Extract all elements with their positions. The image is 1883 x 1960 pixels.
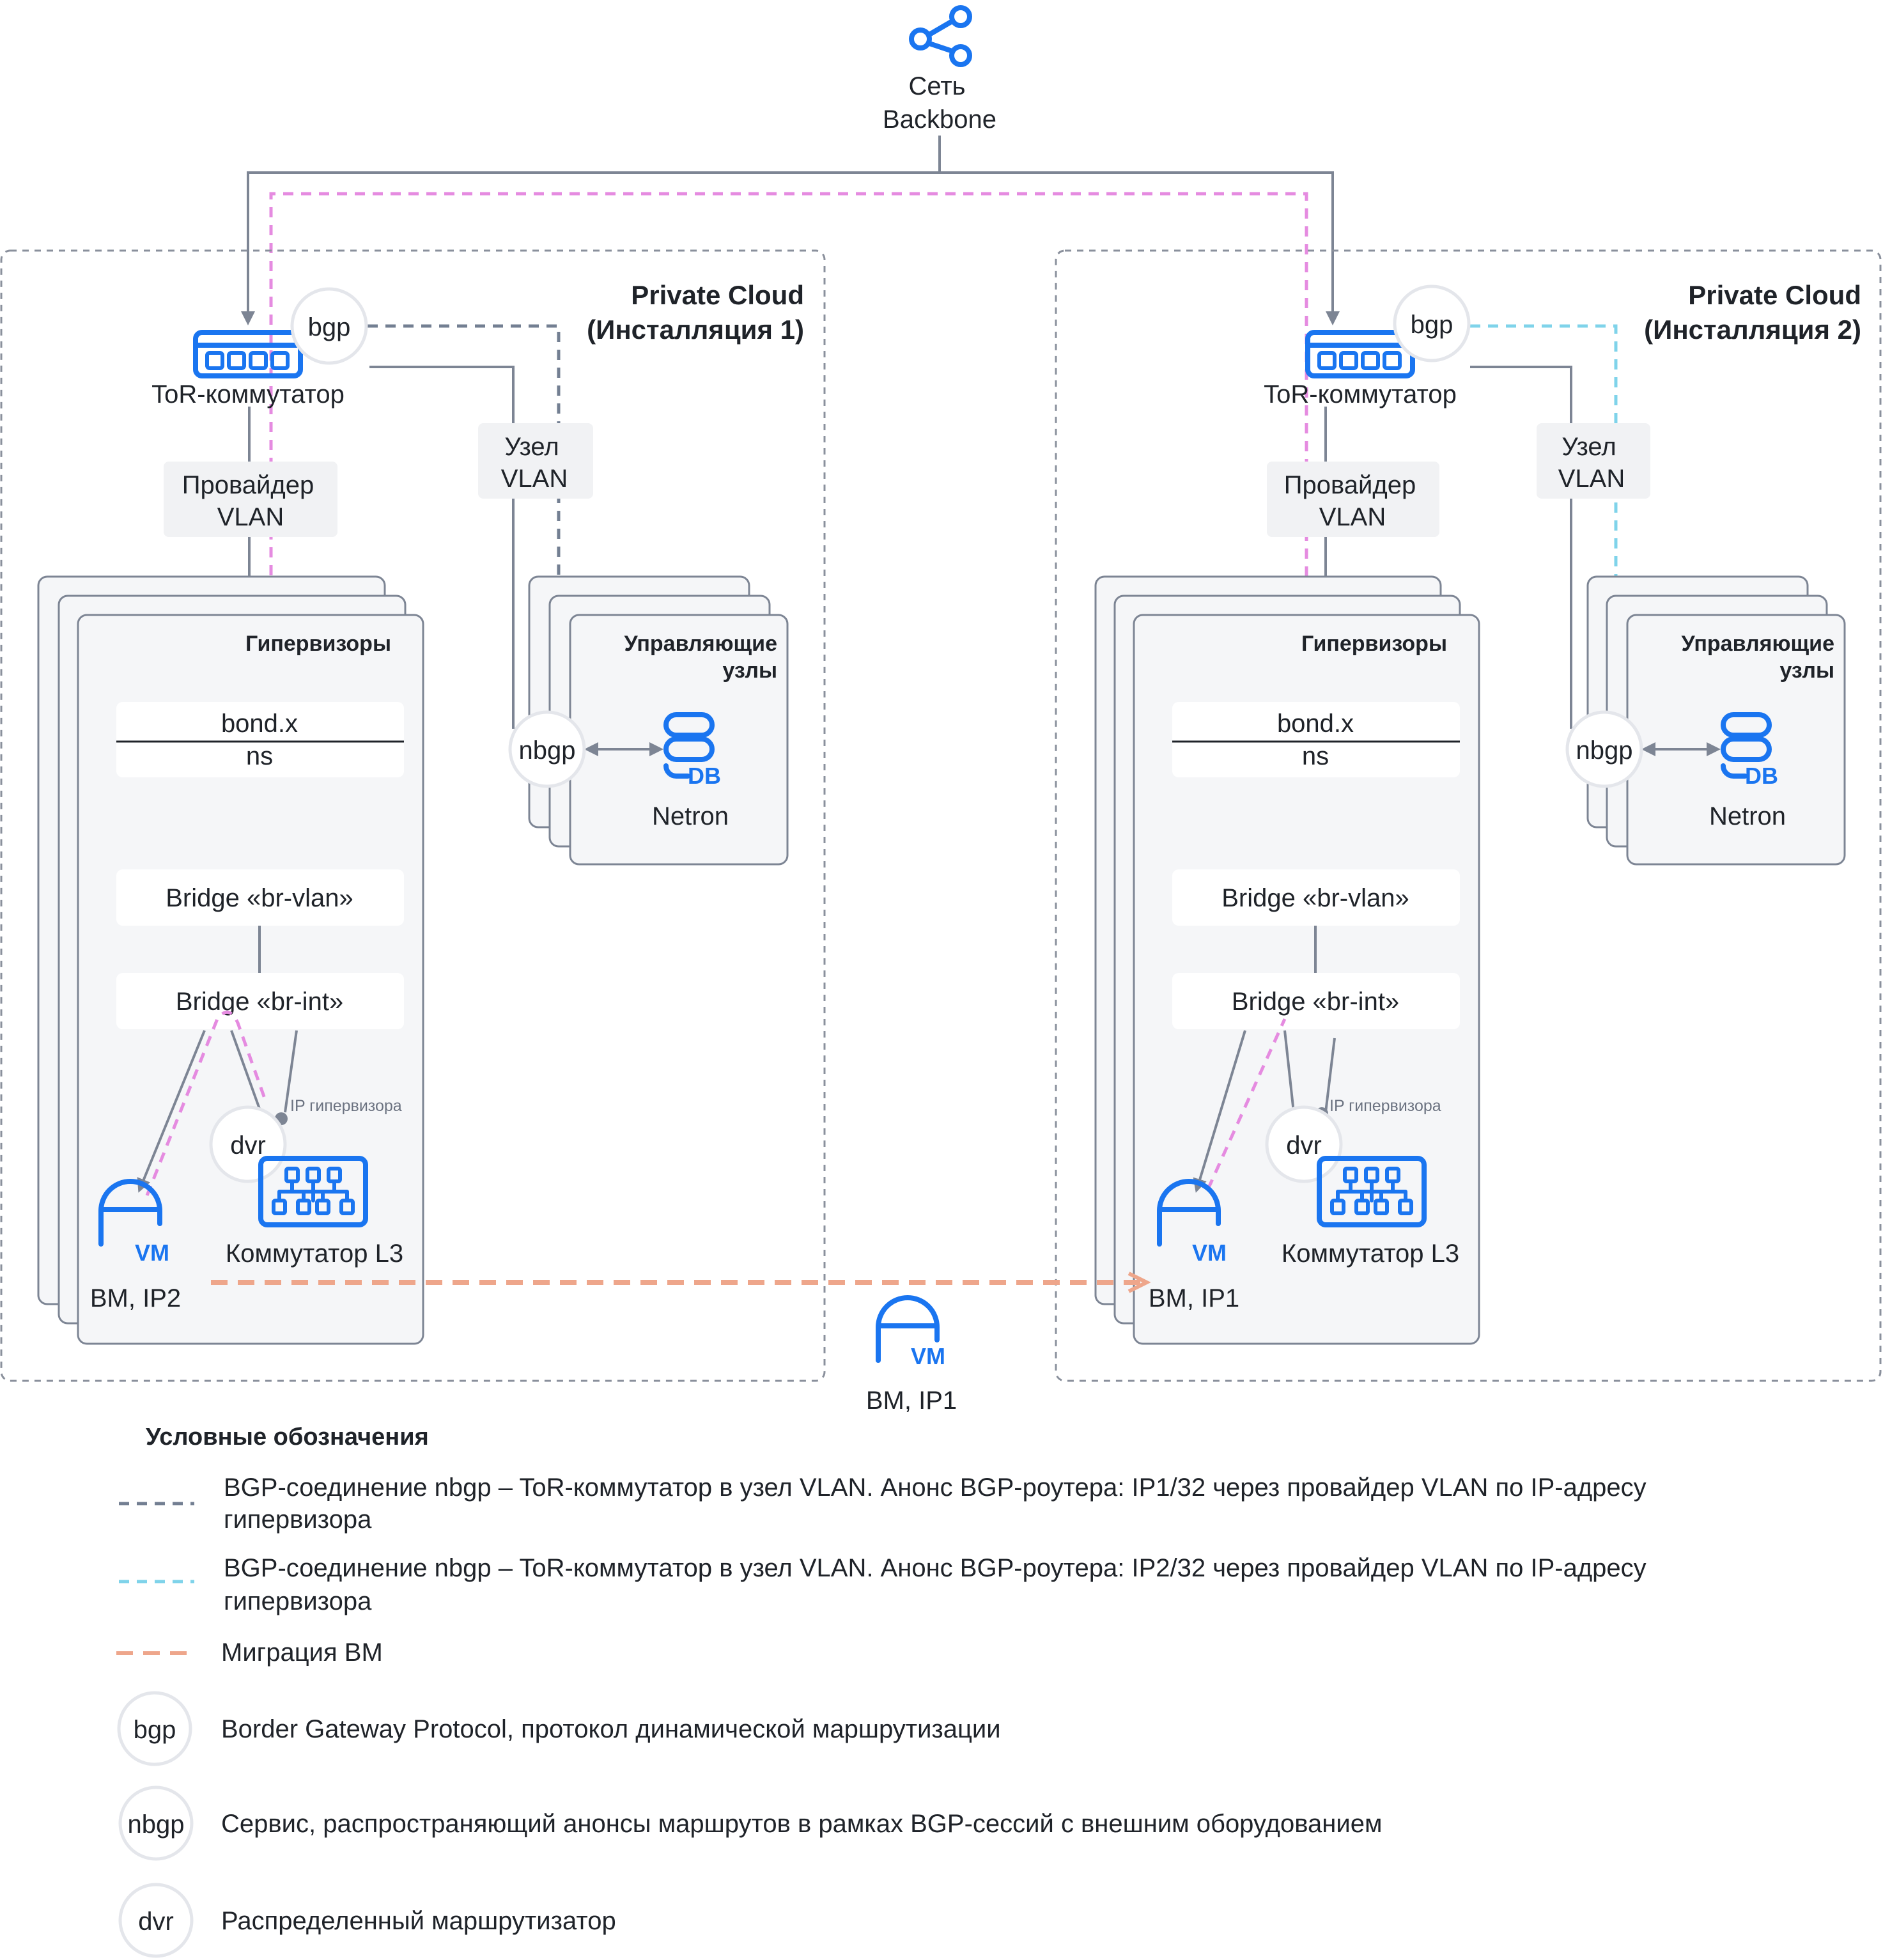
control-nodes-line2: узлы: [1779, 658, 1834, 683]
control-nodes-line1: Управляющие: [624, 632, 778, 656]
control-nodes-line1: Управляющие: [1682, 632, 1835, 656]
node-vlan-line1: Узел: [504, 433, 559, 461]
node-vlan-line1: Узел: [1561, 433, 1616, 461]
legend-dvr-symbol: dvr: [138, 1908, 174, 1936]
vm-center-label: ВМ, IP1: [866, 1387, 957, 1415]
bond-label: bond.x: [221, 710, 298, 738]
legend-item-2-line1: BGP-соединение nbgp – ToR-коммутатор в у…: [224, 1554, 1647, 1582]
tor-label: ToR-коммутатор: [151, 380, 345, 408]
tor-nodevlan-link: [369, 366, 515, 729]
bgp-circle: [1393, 284, 1471, 362]
backbone-link-right: [940, 171, 1340, 325]
cloud-2-frame: [1055, 249, 1882, 1382]
br-int-label: Bridge «br-int»: [1232, 988, 1399, 1016]
bond-label: bond.x: [1277, 710, 1354, 738]
svg-text:VM: VM: [911, 1343, 945, 1369]
legend-bgp-symbol: bgp: [134, 1716, 176, 1744]
nbgp-label: nbgp: [1576, 736, 1633, 765]
cloud-1-title-line1: Private Cloud: [631, 280, 804, 310]
center-vm: VM ВМ, IP1: [866, 1298, 957, 1415]
provider-vlan-line2: VLAN: [1319, 503, 1386, 531]
legend-item-2-line2: гипервизора: [224, 1587, 372, 1615]
vm-right-label: ВМ, IP1: [1149, 1284, 1239, 1312]
node-vlan-line2: VLAN: [501, 465, 568, 493]
private-cloud-2: Private Cloud (Инсталляция 2) ToR-коммут…: [1055, 249, 1882, 1382]
cloud-1-title-line2: (Инсталляция 1): [587, 315, 804, 345]
cloud-2-title-line1: Private Cloud: [1688, 280, 1861, 310]
netron-label: Netron: [652, 802, 729, 830]
svg-text:DB: DB: [688, 763, 721, 789]
backbone-label-line2: Backbone: [883, 105, 996, 134]
dvr-circle: [1265, 1105, 1343, 1183]
nbgp-circle: [1565, 710, 1643, 788]
private-cloud-1: Private Cloud (Инсталляция 1) ToR-коммут…: [0, 249, 826, 1382]
backbone-link-left: [241, 136, 941, 325]
provider-vlan-line1: Провайдер: [182, 471, 314, 499]
l3-switch-label: Коммутатор L3: [226, 1240, 403, 1268]
bgp-label: bgp: [1411, 311, 1453, 339]
legend-item-1-line2: гипервизора: [224, 1505, 372, 1534]
ip-hypervisor-label: IP гипервизора: [290, 1097, 402, 1115]
backbone-label-line1: Сеть: [909, 72, 966, 100]
legend: Условные обозначения BGP-соединение nbgp…: [116, 1424, 1647, 1958]
legend-nbgp-symbol: nbgp: [128, 1810, 185, 1839]
nbgp-label: nbgp: [519, 736, 576, 765]
dvr-label: dvr: [230, 1132, 266, 1160]
switch-icon: [196, 332, 300, 376]
hypervisors-title: Гипервизоры: [1301, 632, 1447, 656]
cloud-1-frame: [0, 249, 826, 1382]
legend-item-3: Миграция ВМ: [221, 1638, 383, 1667]
ns-label: ns: [246, 742, 273, 770]
hypervisors-title: Гипервизоры: [245, 632, 391, 656]
br-int-label: Bridge «br-int»: [176, 988, 343, 1016]
svg-text:DB: DB: [1745, 763, 1778, 789]
nbgp-circle: [508, 710, 586, 788]
legend-item-dvr: Распределенный маршрутизатор: [221, 1907, 616, 1935]
legend-item-1-line1: BGP-соединение nbgp – ToR-коммутатор в у…: [224, 1474, 1647, 1502]
provider-vlan-line1: Провайдер: [1284, 471, 1416, 499]
control-nodes-line2: узлы: [722, 658, 777, 683]
netron-label: Netron: [1709, 802, 1786, 830]
l3-switch-label: Коммутатор L3: [1282, 1240, 1459, 1268]
ns-label: ns: [1302, 742, 1329, 770]
dvr-label: dvr: [1286, 1132, 1322, 1160]
backbone-node: Сеть Backbone: [883, 5, 996, 134]
cloud-2-title-line2: (Инсталляция 2): [1644, 315, 1861, 345]
br-vlan-label: Bridge «br-vlan»: [166, 884, 353, 912]
legend-title: Условные обозначения: [146, 1424, 429, 1451]
ip-hypervisor-label: IP гипервизора: [1329, 1097, 1441, 1115]
svg-text:VM: VM: [135, 1240, 169, 1266]
bgp-circle: [290, 287, 368, 365]
legend-item-nbgp: Сервис, распространяющий анонсы маршруто…: [221, 1810, 1382, 1838]
tor-label: ToR-коммутатор: [1264, 380, 1457, 408]
bgp-label: bgp: [308, 313, 351, 341]
vm-left-label: ВМ, IP2: [90, 1284, 181, 1312]
legend-item-bgp: Border Gateway Protocol, протокол динами…: [221, 1715, 1001, 1743]
svg-text:VM: VM: [1192, 1240, 1227, 1266]
dvr-circle: [209, 1105, 287, 1183]
provider-vlan-line2: VLAN: [217, 503, 284, 531]
br-vlan-label: Bridge «br-vlan»: [1221, 884, 1409, 912]
network-share-icon: [909, 5, 972, 67]
node-vlan-line2: VLAN: [1558, 465, 1625, 493]
